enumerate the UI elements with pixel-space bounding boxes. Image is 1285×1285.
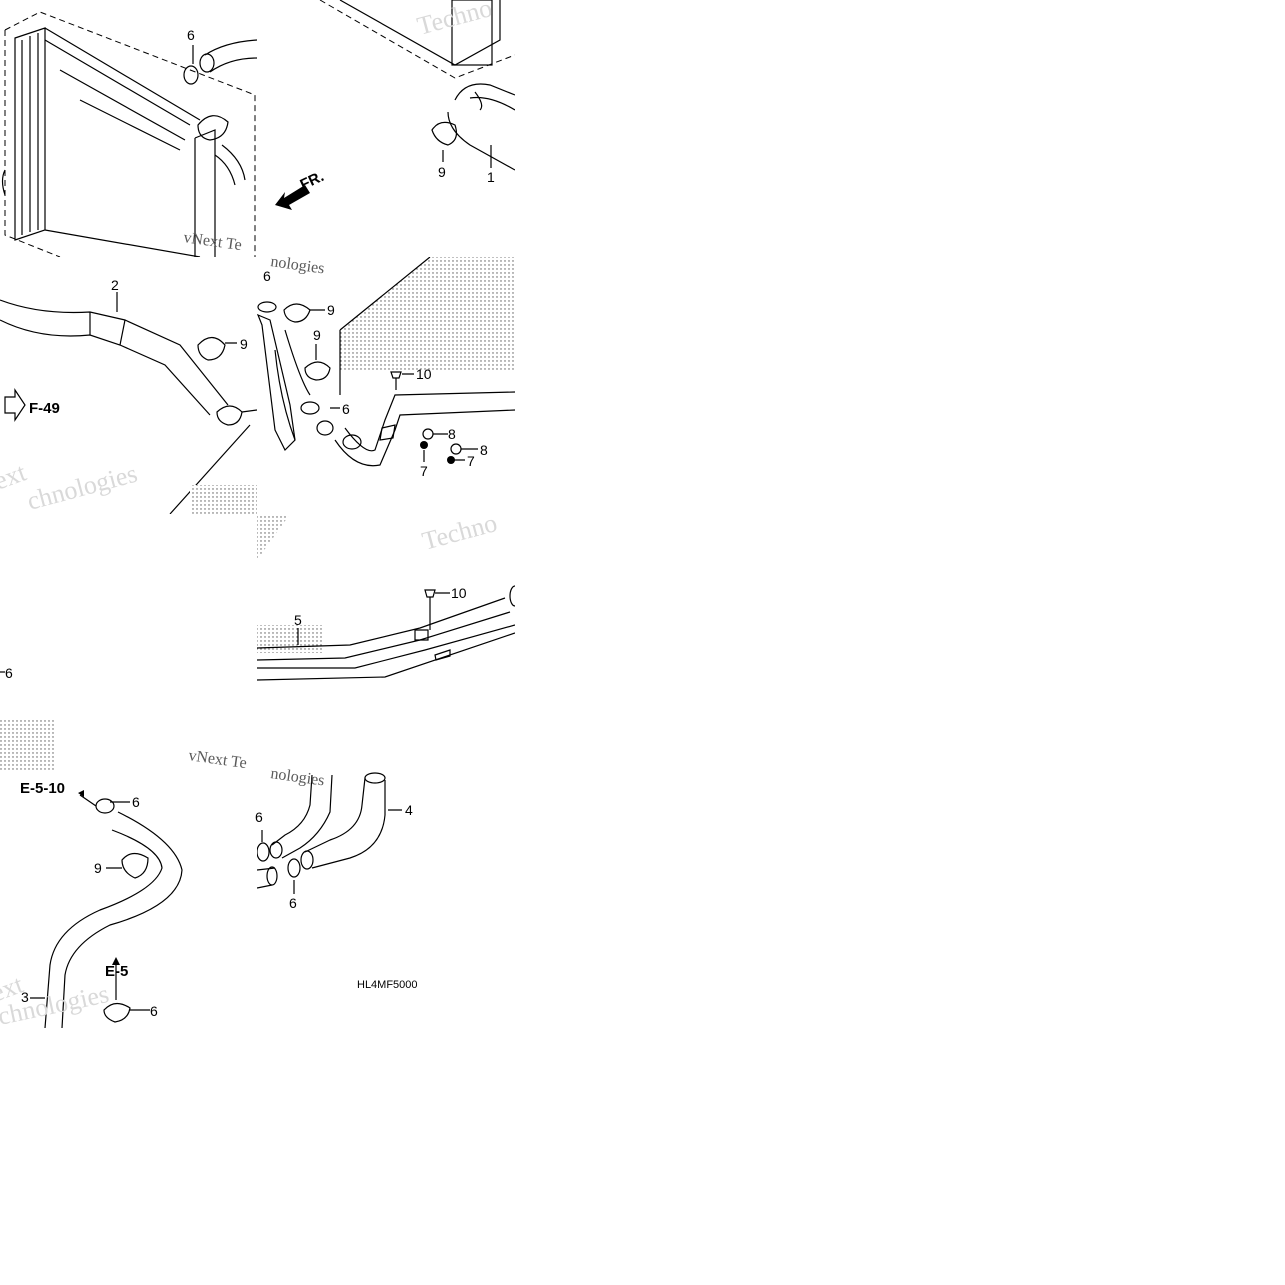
hose-clamp — [431, 121, 458, 146]
bolt — [424, 589, 436, 630]
hose-3 — [44, 811, 183, 1028]
diagram-code: HL4MF5000 — [357, 979, 418, 991]
hose-clamp — [183, 65, 199, 85]
radiator-cap — [197, 115, 229, 141]
hose-joint — [257, 313, 296, 452]
part-label: 9 — [438, 164, 446, 180]
hose-4 — [304, 777, 386, 869]
part-label: 4 — [405, 802, 413, 818]
radiator — [14, 27, 201, 257]
radiator-hose-upper — [204, 39, 257, 73]
hose-clamp — [103, 1002, 131, 1023]
hose-clamp — [304, 361, 331, 381]
part-label: 7 — [420, 463, 428, 479]
part-label: 6 — [132, 794, 140, 810]
part-label: 6 — [187, 27, 195, 43]
part-label: 6 — [342, 401, 350, 417]
watermark: nologies — [269, 253, 325, 277]
watermark: vNext Te — [187, 747, 247, 772]
part-label: 10 — [451, 585, 467, 601]
hose-1 — [447, 83, 515, 171]
part-label: 6 — [263, 268, 271, 284]
part-label: 6 — [289, 895, 297, 911]
hose-clamp — [121, 852, 149, 879]
hose-clamp — [216, 405, 243, 426]
hose-2 — [0, 299, 229, 416]
part-label: 7 — [467, 453, 475, 469]
washer — [450, 443, 462, 455]
radiator-tile — [1, 11, 257, 257]
part-label: 8 — [448, 426, 456, 442]
watermark: chnologies — [24, 459, 140, 516]
part-label: 8 — [480, 442, 488, 458]
hose-3-tile — [30, 790, 183, 1028]
hose-clamp — [197, 336, 226, 361]
watermark: Techno — [419, 508, 500, 556]
part-label: 9 — [327, 302, 335, 318]
hose-2-tile — [0, 292, 257, 514]
part-label: 9 — [313, 327, 321, 343]
part-label: 2 — [111, 277, 119, 293]
nut — [420, 441, 428, 449]
hose-1-tile — [275, 0, 515, 210]
part-label: 6 — [255, 809, 263, 825]
watermark: nologies — [269, 765, 325, 789]
pipe-5-tile — [257, 514, 515, 681]
part-label: 3 — [21, 989, 29, 1005]
hose-clamp — [283, 303, 311, 323]
page-reference: E-5-10 — [20, 780, 65, 797]
bolt — [390, 371, 402, 390]
hose-connections-tile — [257, 257, 515, 467]
watermark: vNext Te — [182, 229, 242, 254]
part-label: 5 — [294, 612, 302, 628]
front-arrow-icon — [275, 185, 310, 210]
part-label: 6 — [150, 1003, 158, 1019]
part-label: 1 — [487, 169, 495, 185]
page-reference: F-49 — [29, 400, 60, 417]
reference-arrow-icon — [4, 388, 26, 422]
pipe-5 — [257, 597, 511, 661]
watermark: Techno — [414, 0, 495, 41]
pipe — [334, 391, 515, 467]
part-label: 9 — [240, 336, 248, 352]
part-label: 6 — [5, 665, 13, 681]
part-label: 9 — [94, 860, 102, 876]
washer — [422, 428, 434, 440]
pipe-end-tile — [0, 671, 55, 771]
front-reference: FR. — [298, 168, 327, 194]
hose-4-tile — [257, 772, 402, 894]
page-reference: E-5 — [105, 963, 128, 980]
part-label: 10 — [416, 366, 432, 382]
